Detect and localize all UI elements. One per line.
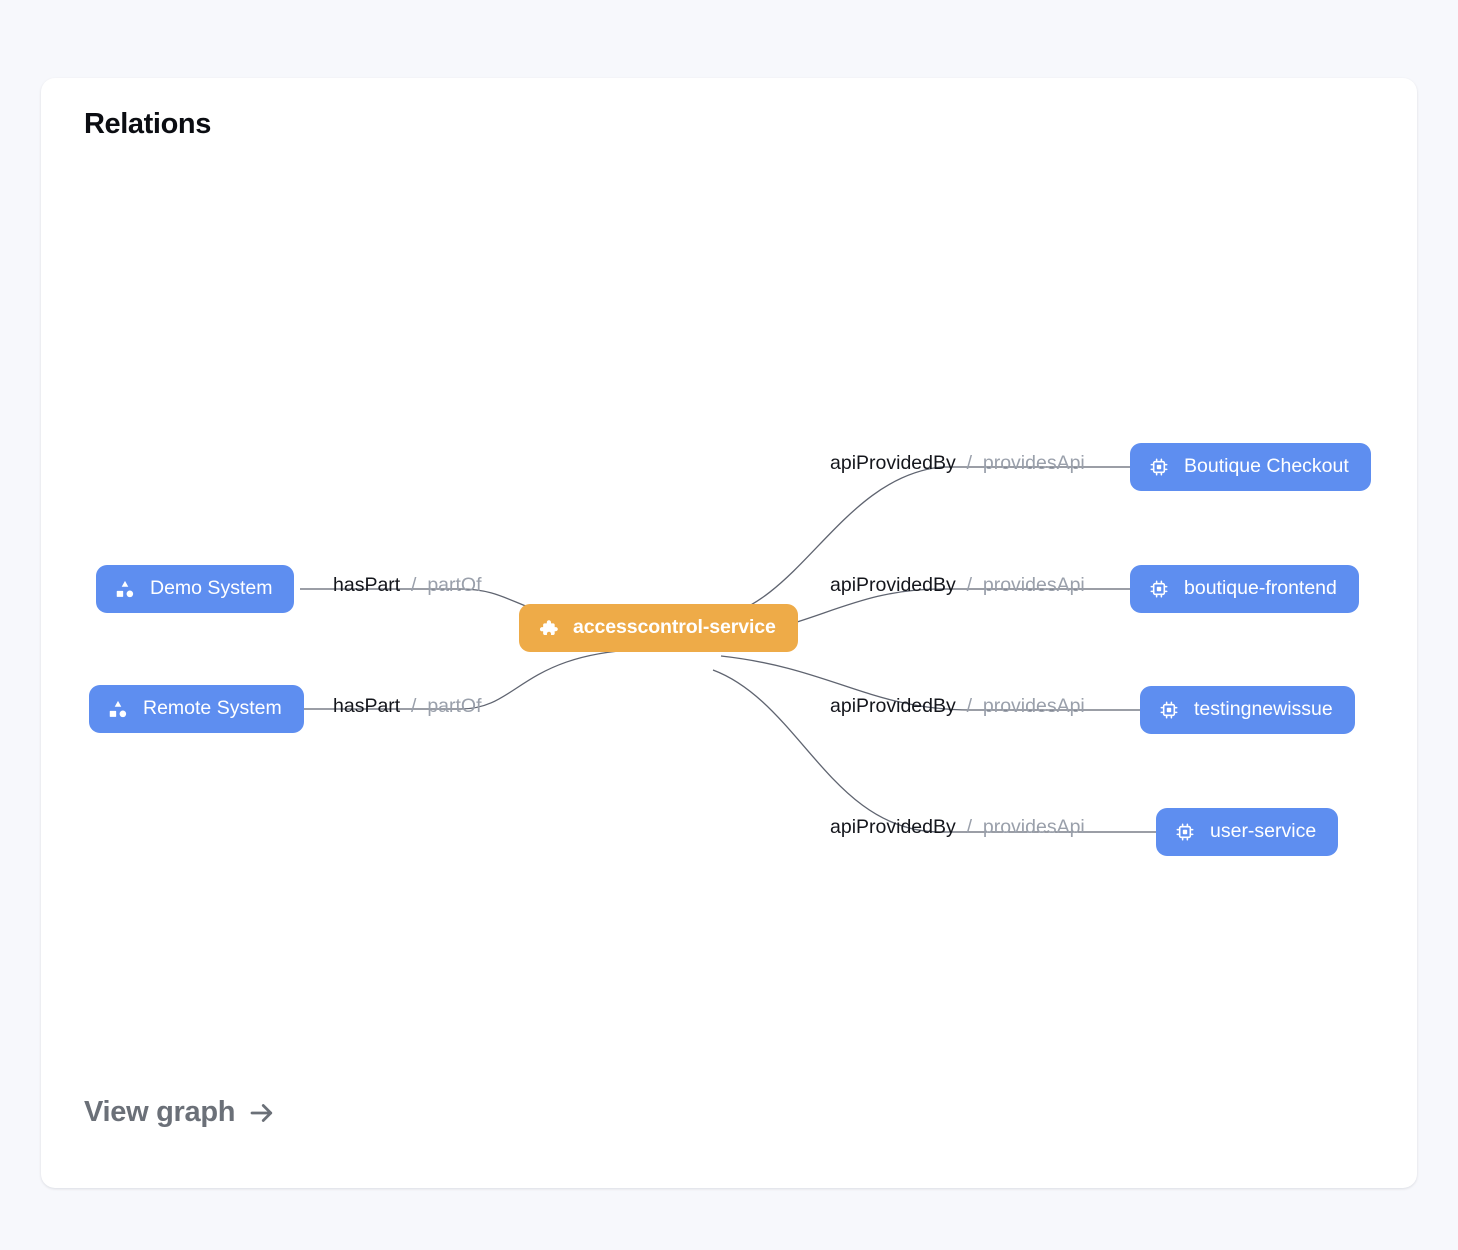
- edge-label-separator: /: [961, 574, 978, 596]
- edge-label-separator: /: [961, 695, 978, 717]
- graph-node-accesscontrol-service[interactable]: accesscontrol-service: [519, 604, 798, 652]
- edge-path-testingnewissue: [720, 655, 1140, 711]
- graph-node-remote-system[interactable]: Remote System: [89, 685, 304, 733]
- edge-label-forward: apiProvidedBy: [830, 695, 956, 717]
- edge-path-user-service: [712, 669, 1156, 833]
- edge-label-boutique-frontend: apiProvidedBy / providesApi: [830, 574, 1085, 596]
- edge-label-forward: hasPart: [333, 574, 401, 596]
- edge-label-forward: apiProvidedBy: [830, 452, 956, 474]
- view-graph-link[interactable]: View graph: [84, 1096, 277, 1129]
- graph-node-label: user-service: [1210, 820, 1317, 843]
- graph-node-label: Demo System: [150, 577, 273, 600]
- chip-icon: [1158, 699, 1180, 721]
- edge-label-boutique-checkout: apiProvidedBy / providesApi: [830, 452, 1085, 474]
- edge-label-reverse: providesApi: [982, 574, 1085, 596]
- edge-label-remote-system: hasPart / partOf: [333, 695, 482, 717]
- edge-label-forward: hasPart: [333, 695, 401, 717]
- edge-label-reverse: partOf: [427, 574, 482, 596]
- shapes-icon: [114, 578, 136, 600]
- edge-label-separator: /: [961, 816, 978, 838]
- view-graph-label: View graph: [84, 1096, 236, 1128]
- edge-label-separator: /: [405, 695, 422, 717]
- graph-node-user-service[interactable]: user-service: [1156, 808, 1339, 856]
- relations-card: Relations: [41, 78, 1417, 1188]
- edge-label-reverse: partOf: [427, 695, 482, 717]
- edge-label-separator: /: [961, 452, 978, 474]
- page-title: Relations: [84, 108, 211, 140]
- graph-node-boutique-frontend[interactable]: boutique-frontend: [1130, 565, 1359, 613]
- graph-node-label: Boutique Checkout: [1184, 455, 1349, 478]
- edge-label-reverse: providesApi: [982, 452, 1085, 474]
- graph-node-demo-system[interactable]: Demo System: [96, 565, 295, 613]
- chip-icon: [1148, 456, 1170, 478]
- edge-label-user-service: apiProvidedBy / providesApi: [830, 816, 1085, 838]
- edge-label-testingnewissue: apiProvidedBy / providesApi: [830, 695, 1085, 717]
- graph-node-label: Remote System: [143, 697, 282, 720]
- shapes-icon: [107, 698, 129, 720]
- edge-label-reverse: providesApi: [982, 816, 1085, 838]
- edge-label-demo-system: hasPart / partOf: [333, 574, 482, 596]
- graph-node-label: accesscontrol-service: [573, 616, 776, 639]
- chip-icon: [1148, 578, 1170, 600]
- graph-node-testingnewissue[interactable]: testingnewissue: [1140, 686, 1355, 734]
- graph-node-label: boutique-frontend: [1184, 577, 1337, 600]
- arrow-right-icon: [247, 1098, 277, 1128]
- edge-path-remote-system: [300, 648, 660, 710]
- edge-label-forward: apiProvidedBy: [830, 816, 956, 838]
- edge-label-forward: apiProvidedBy: [830, 574, 956, 596]
- relations-graph: accesscontrol-service Demo System: [41, 78, 1417, 1188]
- graph-node-label: testingnewissue: [1194, 698, 1333, 721]
- puzzle-piece-icon: [537, 617, 559, 639]
- graph-node-boutique-checkout[interactable]: Boutique Checkout: [1130, 443, 1371, 491]
- edge-label-reverse: providesApi: [982, 695, 1085, 717]
- edge-label-separator: /: [405, 574, 422, 596]
- chip-icon: [1174, 821, 1196, 843]
